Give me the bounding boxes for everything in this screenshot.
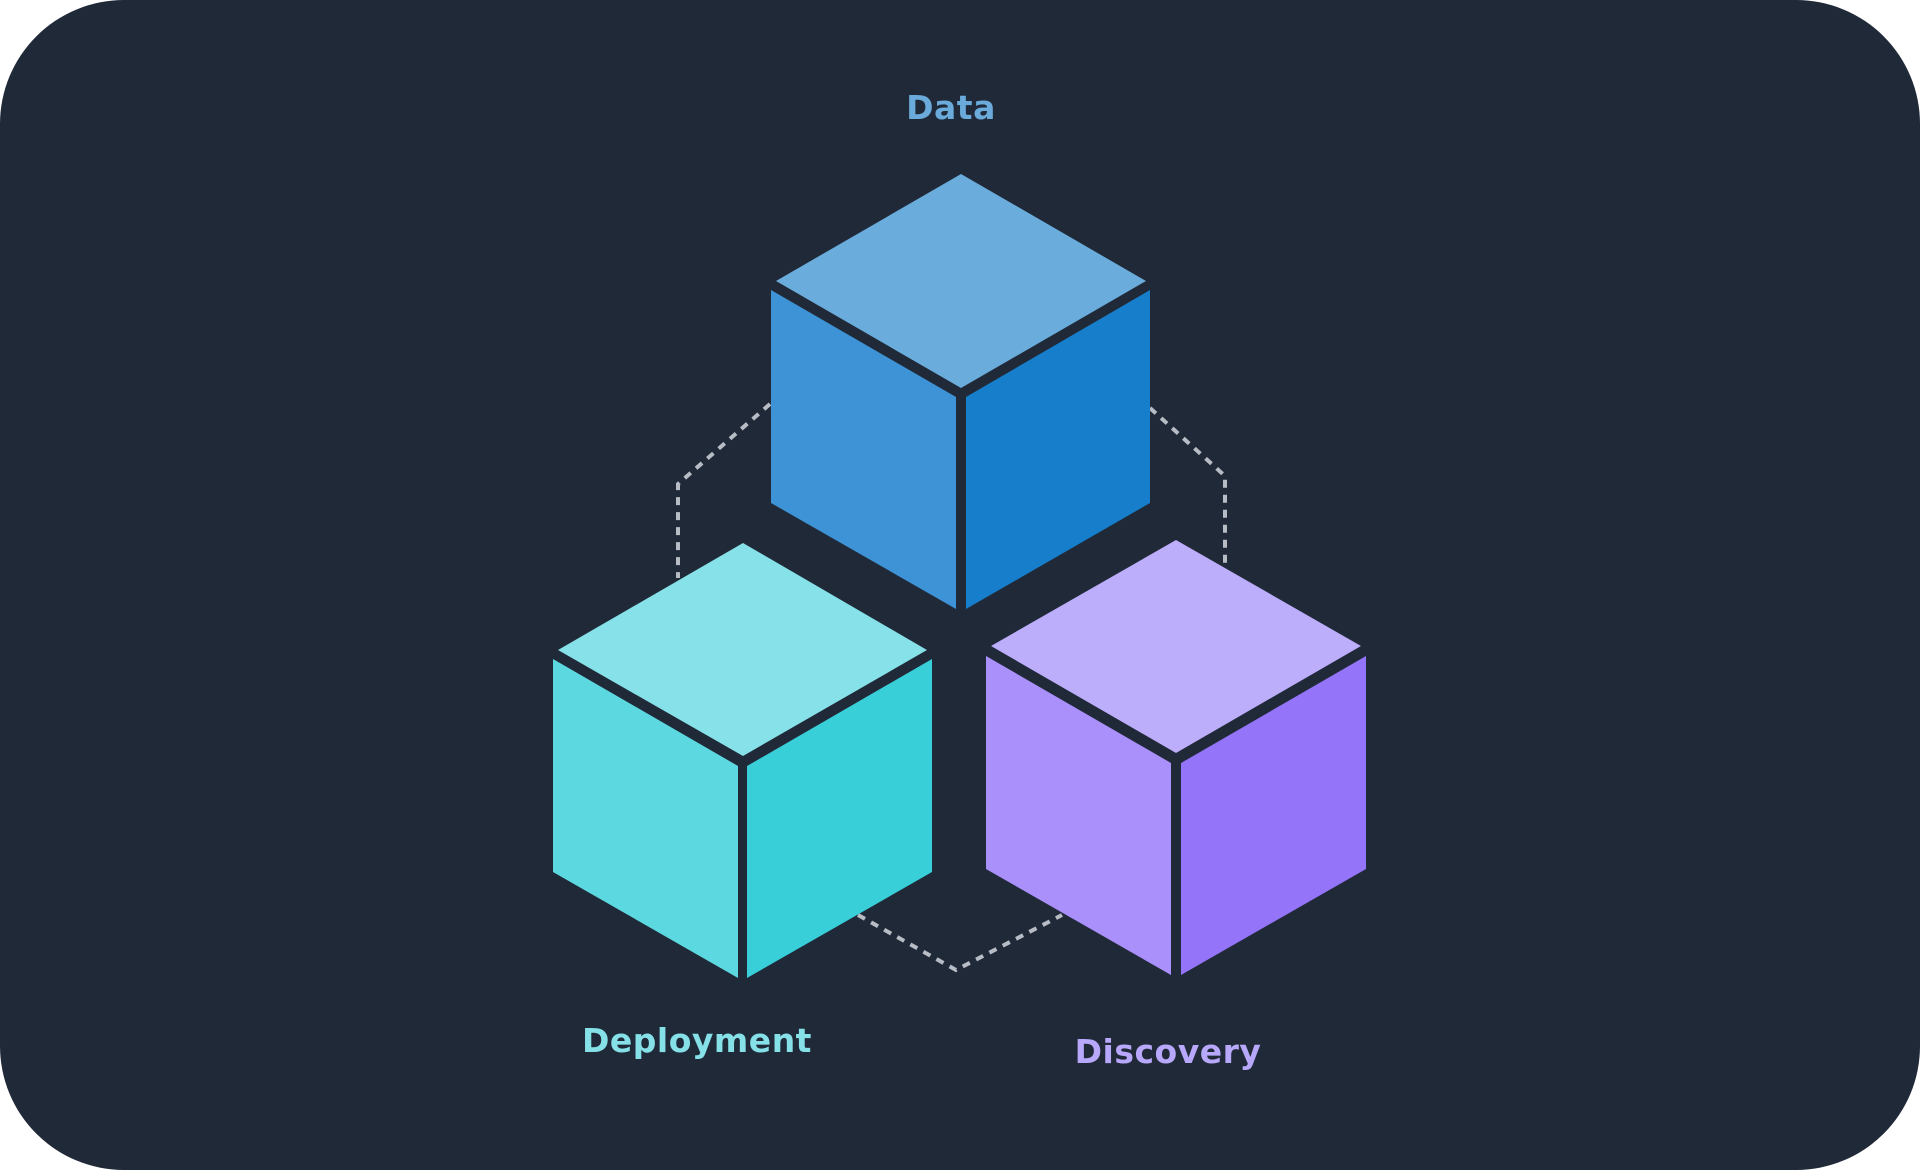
cube-deployment-top-face <box>558 543 927 756</box>
connector-deployment-discovery <box>857 913 1063 973</box>
cube-discovery-left-face <box>986 656 1171 975</box>
cube-discovery-right-face <box>1181 656 1366 975</box>
connector-data-deployment <box>676 402 772 578</box>
node-label-data: Data <box>906 88 996 127</box>
connector-data-discovery <box>1148 406 1227 570</box>
cube-data-left-face <box>771 290 956 609</box>
cube-data-top-face <box>776 174 1146 388</box>
cube-deployment-right-face <box>747 659 932 978</box>
node-label-discovery: Discovery <box>1075 1032 1262 1071</box>
connectors <box>676 402 1227 973</box>
cube-deployment <box>553 543 932 978</box>
cube-discovery-top-face <box>991 540 1361 753</box>
cube-data-right-face <box>966 290 1150 609</box>
node-label-deployment: Deployment <box>582 1021 812 1060</box>
cube-deployment-left-face <box>553 659 738 978</box>
cube-discovery <box>986 540 1366 975</box>
cube-data <box>771 174 1150 609</box>
